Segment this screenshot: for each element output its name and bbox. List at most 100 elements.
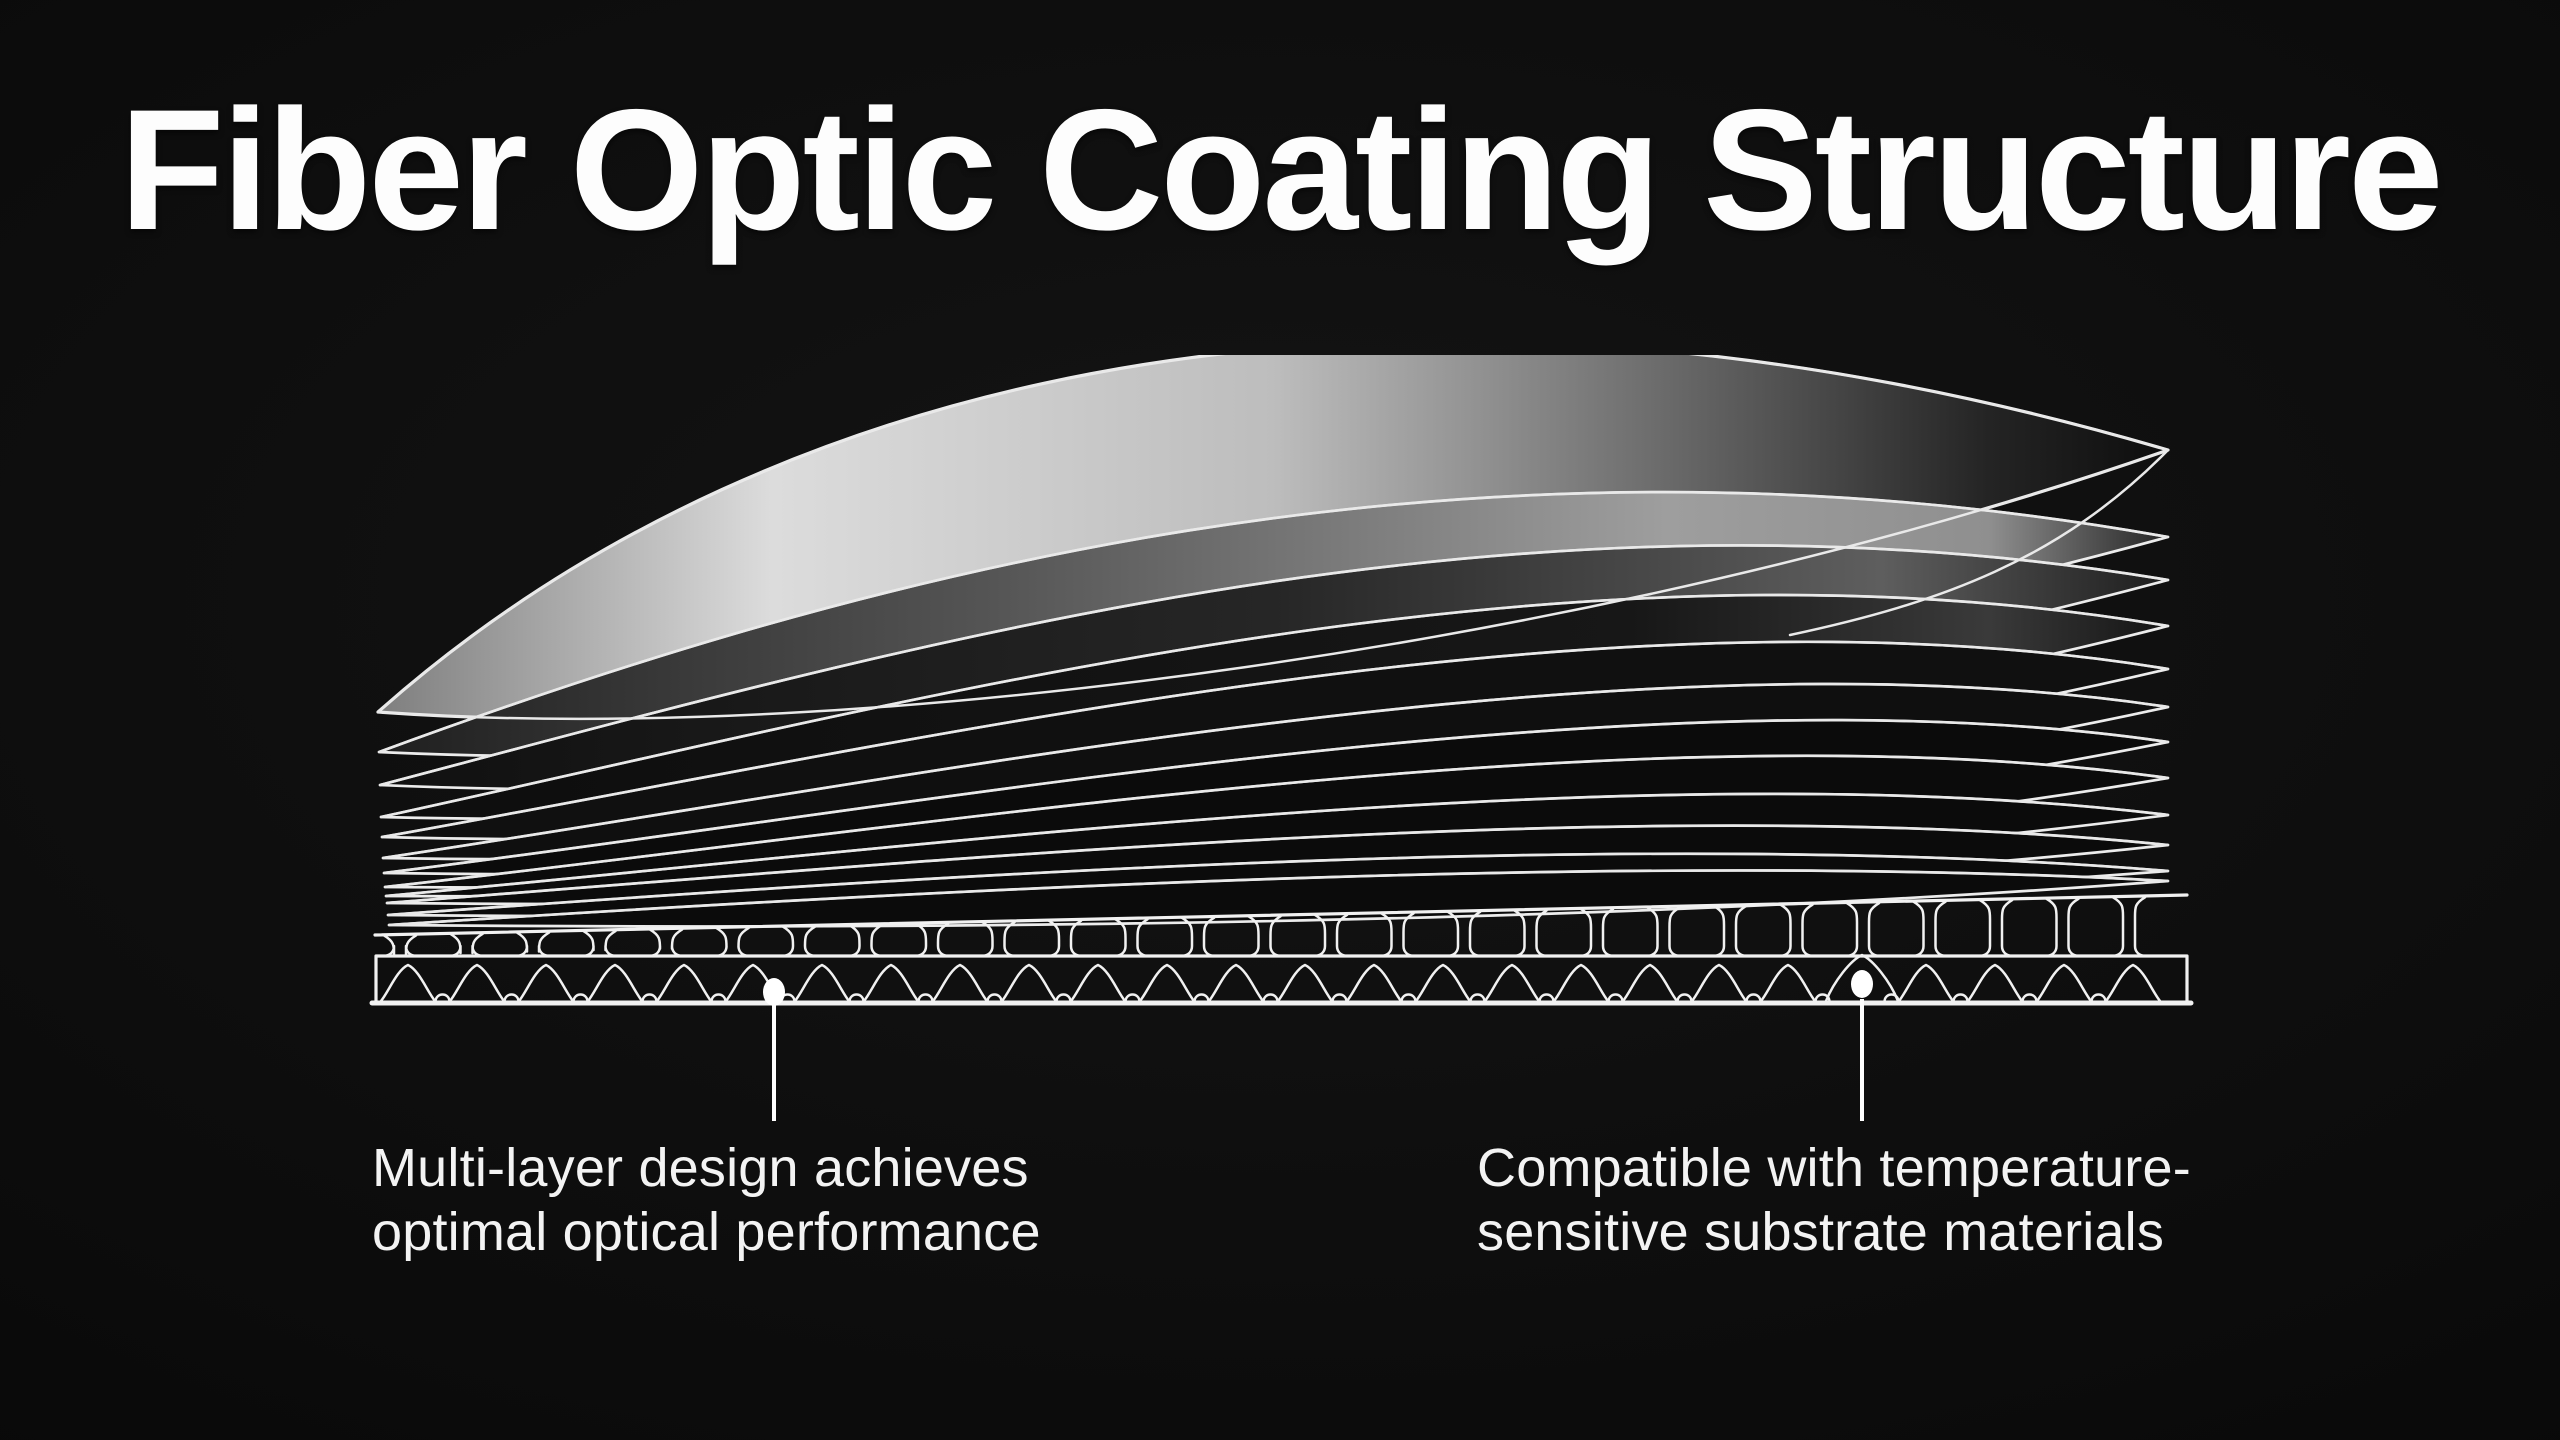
substrate-arch — [1966, 963, 2024, 1003]
substrate-arches — [379, 953, 2162, 1004]
substrate-arch — [1483, 963, 1541, 1003]
annotation-right-line1: Compatible with temperature- — [1477, 1138, 2191, 1198]
layer-edge — [387, 869, 2170, 927]
substrate-arch — [655, 963, 713, 1003]
layer-edge — [386, 852, 2170, 917]
leader-right — [1851, 970, 1873, 1121]
layer-edge — [384, 792, 2170, 898]
leader-dot-left — [763, 978, 785, 1006]
coating-diagram — [360, 355, 2200, 1145]
annotation-right: Compatible with temperature- sensitive s… — [1477, 1136, 2191, 1264]
substrate-arch — [1621, 963, 1679, 1003]
arch-gap-bump — [1262, 993, 1279, 1004]
arch-gap-bump — [1607, 993, 1624, 1004]
substrate-arch — [1138, 963, 1196, 1003]
layer-edge — [378, 544, 2170, 787]
comb-stem — [1845, 901, 1881, 958]
arch-gap-bump — [572, 993, 589, 1004]
arch-gap-bump — [503, 993, 520, 1004]
substrate-arch — [1207, 963, 1265, 1003]
substrate-arch — [931, 963, 989, 1003]
substrate-arch — [1552, 963, 1610, 1003]
substrate-arch — [2035, 963, 2093, 1003]
comb-stem — [582, 929, 617, 958]
arch-gap-bump — [710, 993, 727, 1004]
comb-stem — [449, 932, 484, 958]
substrate-arch — [1069, 963, 1127, 1003]
substrate-arch — [1759, 963, 1817, 1003]
layer-edge — [379, 593, 2170, 819]
arch-gap-bump — [1055, 993, 1072, 1004]
page-title: Fiber Optic Coating Structure — [119, 74, 2443, 266]
annotation-left: Multi-layer design achieves optimal opti… — [372, 1136, 1041, 1264]
annotation-right-line2: sensitive substrate materials — [1477, 1202, 2165, 1262]
substrate-arch — [1276, 963, 1334, 1003]
arch-gap-bump — [2021, 993, 2038, 1004]
lens-fold-edge — [1788, 448, 2170, 637]
arch-gap-bump — [1124, 993, 1141, 1004]
substrate-band — [369, 953, 2194, 1006]
layer-edge — [377, 490, 2170, 754]
coating-diagram-svg — [369, 355, 2194, 1121]
comb-stem — [382, 934, 418, 958]
arch-gap-bump — [434, 993, 451, 1004]
substrate-arch — [793, 963, 851, 1003]
layer-edge — [376, 355, 2170, 714]
comb-stem — [1712, 904, 1748, 958]
arch-gap-bump — [1952, 993, 1969, 1004]
layer-edge-highlights — [376, 355, 2170, 927]
comb-stem — [1047, 919, 1083, 958]
substrate-arch — [448, 963, 506, 1003]
substrate-arch — [1824, 953, 1900, 1003]
comb-stem — [715, 926, 750, 958]
arch-gap-bump — [2090, 993, 2107, 1004]
comb-stem — [848, 923, 883, 958]
coating-layers — [376, 355, 2170, 928]
leader-dot-right — [1851, 970, 1873, 998]
comb-stem — [1779, 903, 1814, 958]
layer-edge — [385, 824, 2170, 905]
layer-edge — [383, 754, 2170, 889]
arch-gap-bump — [1469, 993, 1486, 1004]
substrate-arch — [1414, 963, 1472, 1003]
arch-gap-bump — [1538, 993, 1555, 1004]
comb-stem — [1912, 900, 1947, 958]
arch-gap-bump — [986, 993, 1003, 1004]
arch-gap-bump — [1814, 993, 1831, 1004]
comb-stem — [648, 928, 684, 958]
layer-edge — [376, 448, 2170, 721]
substrate-arch — [379, 963, 437, 1003]
comb-stem — [1446, 910, 1482, 958]
comb-stem — [515, 931, 551, 958]
comb-stem — [1978, 898, 2014, 958]
layer-edge — [380, 640, 2170, 839]
annotation-left-line1: Multi-layer design achieves — [372, 1138, 1029, 1198]
leader-left — [763, 978, 785, 1121]
comb-stem — [781, 925, 817, 958]
comb-stem — [1579, 907, 1615, 958]
arch-gap-bump — [641, 993, 658, 1004]
comb-stem — [981, 920, 1016, 958]
comb-stem — [2045, 897, 2080, 958]
comb-stem — [914, 922, 950, 958]
substrate-arch — [1345, 963, 1403, 1003]
substrate-arch — [2104, 963, 2162, 1003]
substrate-arch — [586, 963, 644, 1003]
substrate-arch — [1690, 963, 1748, 1003]
arch-gap-bump — [1400, 993, 1417, 1004]
arch-gap-bump — [1883, 993, 1900, 1004]
annotation-left-line2: optimal optical performance — [372, 1202, 1041, 1262]
substrate-arch — [1897, 963, 1955, 1003]
layer-edge — [381, 682, 2170, 860]
arch-gap-bump — [1676, 993, 1693, 1004]
comb-stem — [1646, 906, 1681, 958]
substrate-arch — [862, 963, 920, 1003]
substrate-arch — [1000, 963, 1058, 1003]
comb-top-line — [373, 893, 2189, 937]
layer-edge — [382, 718, 2170, 875]
comb-stem — [1380, 912, 1415, 958]
comb-stem — [1513, 909, 1548, 958]
arch-gap-bump — [1193, 993, 1210, 1004]
arch-gap-bump — [1745, 993, 1762, 1004]
